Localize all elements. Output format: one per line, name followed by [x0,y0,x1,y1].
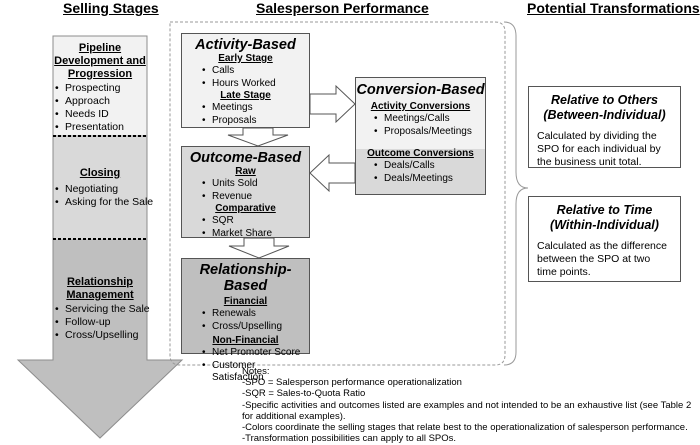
group-label: Outcome Conversions [367,148,474,159]
performance-frame [169,21,506,366]
transformation-description: Calculated as the difference between the… [537,240,667,278]
list-item: SQR [202,215,309,228]
notes: Notes: -SPO = Salesperson performance op… [242,366,691,444]
list-item: Asking for the Sale [55,196,153,209]
conversion-based-box: Conversion-Based Activity Conversions Me… [355,77,486,195]
stage-relationship-title: Relationship Management [66,276,134,301]
transformation-relative-to-time: Relative to Time (Within-Individual) Cal… [528,196,681,282]
list-item: Negotiating [55,183,147,196]
group-label: Activity Conversions [370,101,471,112]
list-item: Cross/Upselling [55,329,147,342]
list-item: Servicing the Sale [55,303,150,316]
group-label: Early Stage [218,53,273,64]
transformation-description: Calculated by dividing the SPO for each … [537,130,661,168]
list-item: Deals/Meetings [374,173,485,186]
note-line: -SQR = Sales-to-Quota Ratio [242,388,366,400]
outcome-based-box: Outcome-Based Raw Units Sold Revenue Com… [181,146,310,241]
list-item: Units Sold [202,178,309,191]
note-line: -Colors coordinate the selling stages th… [242,422,688,434]
list-item: Net Promoter Score [202,347,309,360]
header-salesperson-performance: Salesperson Performance [256,0,429,16]
relationship-based-title: Relationship-Based [199,262,292,294]
relationship-based-box: Relationship-Based Financial Renewals Cr… [181,258,310,383]
list-item: Revenue [202,191,309,204]
note-line: -Specific activities and outcomes listed… [242,399,692,411]
list-item: Needs ID [55,108,147,121]
header-potential-transformations: Potential Transformations [527,0,700,16]
stage-closing-title: Closing [79,167,121,179]
list-item: Proposals/Meetings [374,126,485,139]
group-label: Financial [223,296,268,307]
list-item: Calls [202,65,309,78]
arrow-activity-to-conversion [309,84,356,124]
list-item: Proposals [202,115,309,128]
conversion-based-title: Conversion-Based [356,82,485,98]
transformation-subtitle: (Within-Individual) [550,218,659,232]
group-label: Raw [235,166,256,177]
transformation-subtitle: (Between-Individual) [543,108,666,122]
note-line: for additional examples). [242,410,346,422]
list-item: Deals/Calls [374,160,485,173]
activity-based-title: Activity-Based [195,37,296,53]
list-item: Renewals [202,308,309,321]
stage-relationship: Relationship Management Servicing the Sa… [53,276,150,342]
stage-pipeline: Pipeline Development and Progression Pro… [53,42,147,134]
list-item: Customer Satisfaction [202,360,309,385]
group-label: Late Stage [220,90,271,101]
list-item: Cross/Upselling [202,321,309,334]
outcome-based-title: Outcome-Based [189,150,302,166]
list-item: Prospecting [55,82,147,95]
group-label: Non-Financial [212,335,279,346]
list-item: Approach [55,95,147,108]
list-item: Hours Worked [202,78,309,91]
list-item: Meetings/Calls [374,113,485,126]
note-line: -SPO = Salesperson performance operation… [242,377,462,389]
transformation-title: Relative to Others [551,93,658,107]
activity-based-box: Activity-Based Early Stage Calls Hours W… [181,33,310,128]
stage-pipeline-title: Pipeline Development and Progression [54,42,146,80]
group-label: Comparative [215,203,276,214]
list-item: Follow-up [55,316,147,329]
notes-heading: Notes: [242,366,270,377]
header-selling-stages: Selling Stages [63,0,159,16]
list-item: Meetings [202,102,309,115]
arrow-activity-to-outcome [227,127,289,147]
list-item: Market Share [202,228,309,241]
transformation-title: Relative to Time [556,203,653,217]
brace [503,21,529,366]
list-item: Presentation [55,121,147,134]
stage-closing: Closing Negotiating Asking for the Sale [53,167,153,209]
arrow-outcome-to-relationship [228,237,290,259]
note-line: -Transformation possibilities can apply … [242,433,457,445]
transformation-relative-to-others: Relative to Others (Between-Individual) … [528,86,681,168]
arrow-outcome-to-conversion [309,153,356,193]
